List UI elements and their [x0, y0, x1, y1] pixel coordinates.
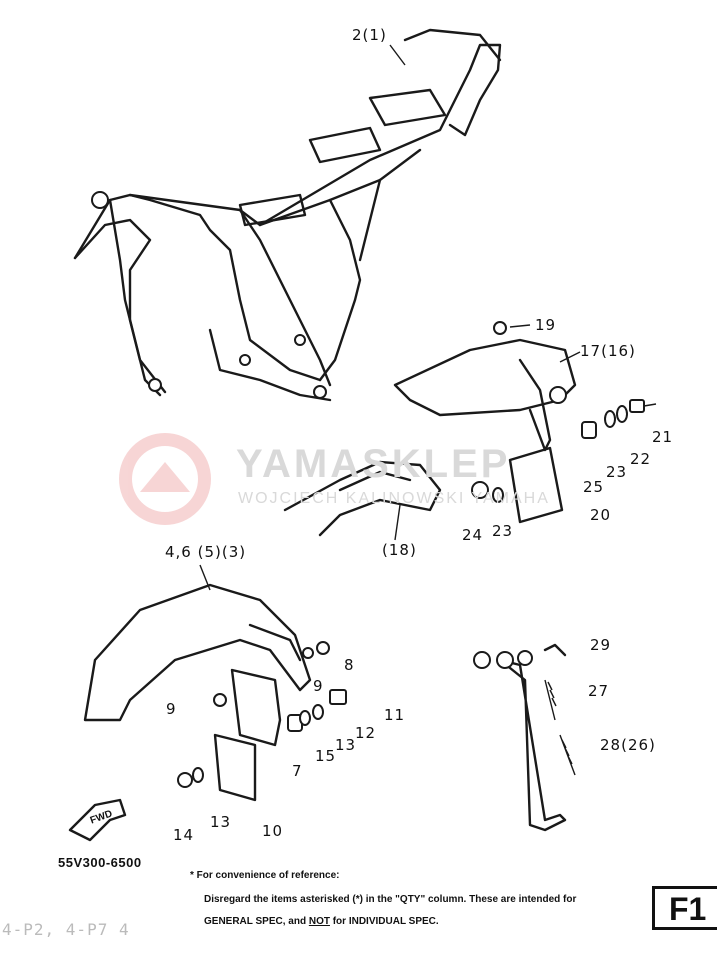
note-line-1: * For convenience of reference:: [190, 870, 340, 881]
callout-27: 27: [588, 682, 610, 700]
rear-fasteners: [471, 399, 657, 503]
callout-13b: 13: [210, 813, 232, 831]
callout-10: 10: [262, 822, 284, 840]
faded-footer-text: 4-P2, 4-P7 4: [2, 920, 130, 939]
note-line-2: Disregard the items asterisked (*) in th…: [204, 894, 577, 905]
callout-7: 7: [292, 762, 303, 780]
callout-11: 11: [384, 706, 406, 724]
front-fender: [83, 583, 312, 722]
callout-9a: 9: [166, 700, 177, 718]
callout-15: 15: [315, 747, 337, 765]
rear-fender: [393, 321, 577, 452]
callout-20: 20: [590, 506, 612, 524]
callout-13a: 13: [335, 736, 357, 754]
callout-12: 12: [355, 724, 377, 742]
callout-25: 25: [583, 478, 605, 496]
callout-8: 8: [344, 656, 355, 674]
sidestand: [473, 643, 576, 832]
callout-21: 21: [652, 428, 674, 446]
callout-18: (18): [382, 541, 417, 559]
inner-fender: [283, 460, 442, 537]
bracket-7: [230, 668, 282, 747]
watermark-logo-area: [118, 432, 212, 526]
watermark-title: YAMASKLEP: [236, 442, 511, 486]
callout-23a: 23: [606, 463, 628, 481]
frame-assembly: [73, 28, 502, 402]
watermark-logo: [119, 433, 211, 525]
part-number: 55V300-6500: [58, 855, 142, 870]
callout-17: 17(16): [580, 342, 636, 360]
figure-label-box: F1: [652, 886, 717, 930]
plate-10: [213, 733, 257, 802]
front-fasteners: [177, 641, 347, 788]
callout-22: 22: [630, 450, 652, 468]
callout-23b: 23: [492, 522, 514, 540]
watermark-subtitle: WOJCIECH KALINOWSKI YAMAHA: [238, 490, 550, 507]
callout-29: 29: [590, 636, 612, 654]
note-line-3: GENERAL SPEC, and NOT for INDIVIDUAL SPE…: [204, 916, 439, 927]
callout-4-6: 4,6 (5)(3): [165, 543, 247, 561]
callout-24: 24: [462, 526, 484, 544]
fwd-arrow-icon: [68, 798, 127, 842]
callout-14: 14: [173, 826, 195, 844]
callout-9b: 9: [313, 677, 324, 695]
figure-label: F1: [669, 891, 707, 927]
callout-19: 19: [535, 316, 557, 334]
leader-2: [389, 44, 406, 66]
callout-2: 2(1): [352, 26, 387, 44]
number-plate-20: [508, 446, 564, 524]
callout-28: 28(26): [600, 736, 656, 754]
